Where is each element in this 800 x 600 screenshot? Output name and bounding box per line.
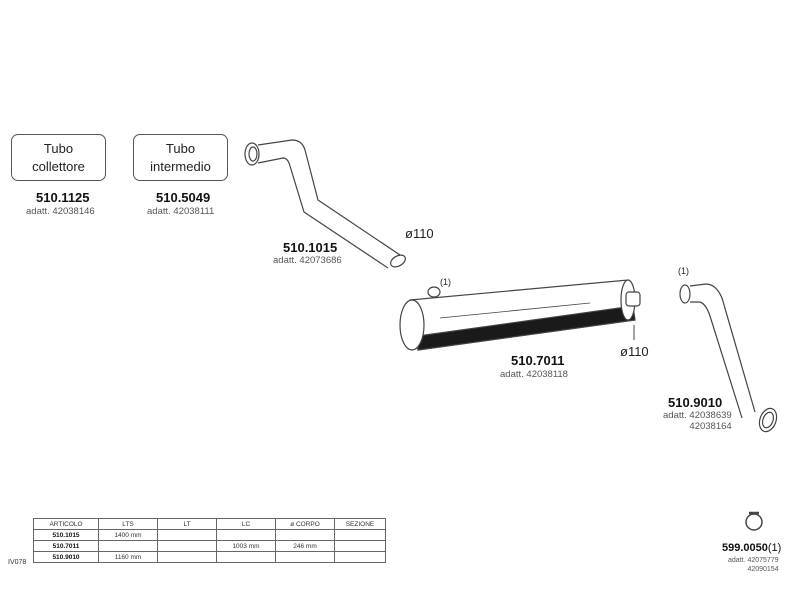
cell bbox=[157, 529, 217, 541]
table-row: 510.7011 1003 mm 246 mm bbox=[33, 540, 386, 552]
table-row: 510.1015 1400 mm bbox=[33, 529, 386, 541]
cell: 510.1015 bbox=[33, 529, 99, 541]
adatt-510-1015: adatt. 42073686 bbox=[273, 255, 342, 266]
part-number-599-0050: 599.0050(1) bbox=[722, 542, 781, 554]
box-collettore-line2: collettore bbox=[32, 159, 85, 174]
vehicle-code: IV078 bbox=[8, 559, 27, 566]
cell: 1400 mm bbox=[98, 529, 158, 541]
muffler-510-7011-drawing bbox=[399, 279, 641, 351]
pipe-510-1015-drawing bbox=[244, 139, 406, 269]
table-row: 510.9010 1160 mm bbox=[33, 551, 386, 563]
part-number-599-0050-suffix: (1) bbox=[767, 542, 782, 554]
diameter-muffler: ø110 bbox=[620, 344, 649, 359]
cell: 246 mm bbox=[275, 540, 335, 552]
cell bbox=[157, 540, 217, 552]
col-corpo: ø CORPO bbox=[275, 518, 335, 530]
col-articolo: ARTICOLO bbox=[33, 518, 99, 530]
cell bbox=[334, 529, 386, 541]
note-tail: (1) bbox=[678, 266, 689, 276]
part-number-599-0050-text: 599.0050 bbox=[722, 542, 768, 554]
col-sezione: SEZIONE bbox=[334, 518, 386, 530]
cell: 1160 mm bbox=[98, 551, 158, 563]
part-number-510-7011: 510.7011 bbox=[511, 353, 565, 368]
cell bbox=[275, 551, 335, 563]
adatt-599-0050: adatt. 42075779 42090154 bbox=[728, 556, 779, 574]
adatt-599-0050-line1: adatt. 42075779 bbox=[728, 557, 779, 564]
cell bbox=[334, 551, 386, 563]
col-lc: LC bbox=[216, 518, 276, 530]
cell bbox=[98, 540, 158, 552]
col-lts: LTS bbox=[98, 518, 158, 530]
box-tubo-intermedio: Tubo intermedio bbox=[133, 134, 228, 181]
part-number-510-5049: 510.5049 bbox=[156, 190, 211, 205]
diameter-pipe: ø110 bbox=[405, 226, 434, 241]
part-number-510-1015: 510.1015 bbox=[283, 240, 338, 255]
note-muffler: (1) bbox=[440, 277, 451, 287]
spec-table: ARTICOLO LTS LT LC ø CORPO SEZIONE 510.1… bbox=[33, 518, 386, 563]
box-intermedio-line2: intermedio bbox=[150, 159, 211, 174]
cell: 1003 mm bbox=[216, 540, 276, 552]
box-intermedio-line1: Tubo bbox=[165, 141, 196, 156]
adatt-510-9010-line2: 42038164 bbox=[689, 421, 732, 432]
cell bbox=[157, 551, 217, 563]
adatt-510-7011: adatt. 42038118 bbox=[500, 369, 568, 380]
part-number-510-1125: 510.1125 bbox=[36, 190, 90, 205]
cell bbox=[275, 529, 335, 541]
adatt-510-1125: adatt. 42038146 bbox=[26, 206, 95, 217]
cell: 510.7011 bbox=[33, 540, 99, 552]
cell bbox=[216, 551, 276, 563]
cell: 510.9010 bbox=[33, 551, 99, 563]
adatt-599-0050-line2: 42090154 bbox=[747, 566, 779, 573]
part-number-510-9010: 510.9010 bbox=[668, 395, 723, 410]
col-lt: LT bbox=[157, 518, 217, 530]
cell bbox=[334, 540, 386, 552]
cell bbox=[216, 529, 276, 541]
adatt-510-5049: adatt. 42038111 bbox=[147, 206, 215, 217]
clamp-599-0050-drawing bbox=[745, 511, 763, 531]
adatt-510-9010: adatt. 42038639 42038164 bbox=[663, 410, 732, 432]
spec-table-header: ARTICOLO LTS LT LC ø CORPO SEZIONE bbox=[33, 518, 386, 530]
box-tubo-collettore: Tubo collettore bbox=[11, 134, 106, 181]
adatt-510-9010-line1: adatt. 42038639 bbox=[663, 410, 732, 421]
pipe-510-9010-drawing bbox=[679, 283, 778, 433]
box-collettore-line1: Tubo bbox=[43, 141, 74, 156]
